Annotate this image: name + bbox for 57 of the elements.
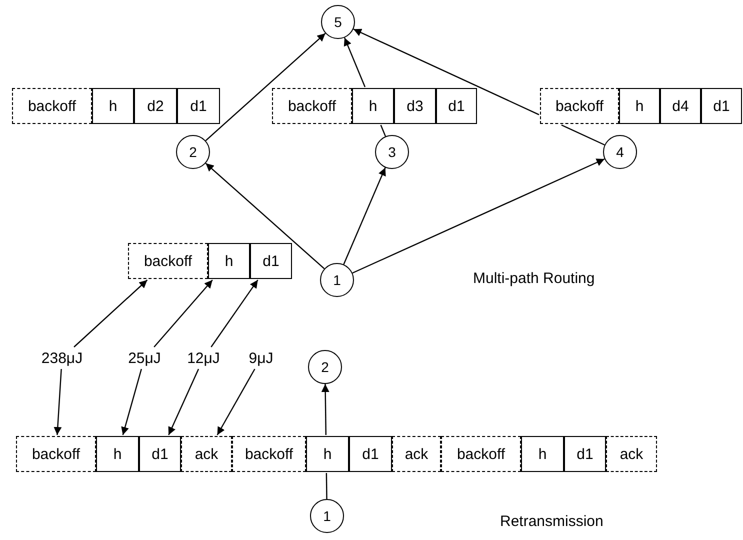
packet-field: h [208,243,250,279]
energy-label: 9μJ [241,348,281,368]
packet-field: d1 [250,243,292,279]
node-circle: 1 [310,499,344,533]
arrow [352,158,605,274]
section-caption: Retransmission [500,513,604,530]
packet-field: d4 [660,88,701,124]
energy-label: 25μJ [117,348,172,368]
arrow [321,384,330,435]
arrow [216,368,256,436]
node-circle: 5 [321,5,355,39]
arrow [353,28,540,116]
dashed-packet-field: backoff [540,88,619,124]
packet-field: h [96,436,139,472]
packet-field: d1 [436,88,477,124]
arrow [344,37,366,88]
arrow [121,368,142,436]
connector-line [326,473,328,499]
packet-field: d3 [394,88,436,124]
packet-field: d1 [701,88,742,124]
arrow [74,280,148,348]
dashed-packet-field: ack [606,436,657,472]
arrow [154,280,213,348]
dashed-packet-field: backoff [232,436,306,472]
node-circle: 2 [308,350,342,384]
section-caption: Multi-path Routing [473,270,595,287]
connector-line [380,124,386,137]
arrow [343,167,386,265]
dashed-packet-field: backoff [441,436,521,472]
packet-field: d1 [564,436,606,472]
node-circle: 2 [176,135,210,169]
dashed-packet-field: ack [392,436,441,472]
dashed-packet-field: backoff [16,436,96,472]
connector-line [561,124,605,146]
packet-field: d2 [134,88,177,124]
packet-field: h [92,88,134,124]
arrow [205,162,325,270]
packet-field: d1 [177,88,220,124]
arrow [210,280,258,348]
packet-field: h [619,88,660,124]
node-circle: 3 [375,135,409,169]
energy-label: 12μJ [176,348,231,368]
node-circle: 4 [603,135,637,169]
node-circle: 1 [320,263,354,297]
dashed-packet-field: backoff [12,88,92,124]
dashed-packet-field: ack [181,436,232,472]
arrow [54,368,62,436]
packet-field: d1 [139,436,181,472]
energy-label: 238μJ [32,348,92,368]
dashed-packet-field: backoff [272,88,352,124]
packet-field: h [521,436,564,472]
arrow [168,368,200,436]
packet-field: h [306,436,349,472]
dashed-packet-field: backoff [128,243,208,279]
packet-field: h [352,88,394,124]
packet-field: d1 [349,436,392,472]
arrow [205,32,326,142]
